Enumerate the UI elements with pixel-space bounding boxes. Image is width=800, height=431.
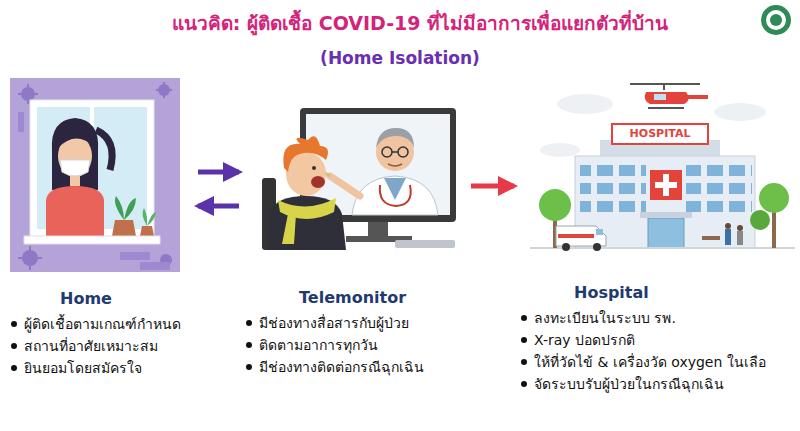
bullet-text: มีช่องทางสื่อสารกับผู้ป่วย — [259, 315, 409, 331]
virus-icons — [21, 84, 172, 266]
bullet-item: สถานที่อาศัยเหมาะสม — [8, 335, 194, 357]
telemonitor-illustration — [262, 108, 456, 250]
bullet-item: มีช่องทางสื่อสารกับผู้ป่วย — [243, 312, 467, 334]
flow-arrow — [471, 184, 514, 189]
helicopter — [630, 84, 708, 108]
hospital-cross-panel — [650, 170, 682, 200]
flow-arrow — [198, 204, 239, 209]
bullet-text: ลงทะเบียนในระบบ รพ. — [534, 310, 676, 326]
column-heading: Home — [8, 289, 194, 309]
patient — [262, 136, 346, 250]
stage-column: Telemonitor มีช่องทางสื่อสารกับผู้ป่วยติด… — [243, 100, 467, 379]
windows-left — [580, 160, 646, 218]
bullet-text: X-ray ปอดปรกติ — [534, 332, 635, 348]
window-frame — [30, 100, 154, 238]
keyboard — [395, 240, 455, 248]
bullet-dot — [246, 364, 252, 370]
bullet-dot — [521, 359, 527, 365]
bullet-dot — [11, 365, 17, 371]
bullet-text: จัดระบบรับผู้ป่วยในกรณีฉุกเฉิน — [534, 376, 724, 392]
home-illustration — [10, 78, 180, 272]
hospital-sign — [612, 124, 708, 144]
ministry-logo — [761, 5, 791, 35]
diagram-title: แนวคิด: ผู้ติดเชื้อ COVID-19 ที่ไม่มีอาก… — [110, 10, 730, 36]
ambulance — [556, 226, 606, 251]
house-plants — [112, 196, 156, 236]
monitor-stand — [368, 222, 388, 236]
trees — [539, 183, 789, 248]
flow-arrow — [198, 170, 239, 175]
bullet-item: ยินยอมโดยสมัครใจ — [8, 357, 194, 379]
bullet-text: ผู้ติดเชื้อตามเกณฑ์กำหนด — [24, 316, 181, 332]
bullet-text: สถานที่อาศัยเหมาะสม — [24, 338, 158, 354]
people — [702, 223, 743, 245]
bullet-item: มีช่องทางติดต่อกรณีฉุกเฉิน — [243, 356, 467, 378]
entrance — [648, 218, 684, 248]
virus-spikes — [18, 82, 172, 270]
bullet-dot — [11, 343, 17, 349]
sign-text: HOSPITAL — [612, 126, 708, 142]
woman — [46, 118, 112, 236]
hospital-building — [575, 156, 755, 248]
cross-h — [655, 182, 677, 188]
stage-column: Home ผู้ติดเชื้อตามเกณฑ์กำหนดสถานที่อาศัย… — [8, 75, 194, 380]
bullet-item: ผู้ติดเชื้อตามเกณฑ์กำหนด — [8, 313, 194, 335]
window-sill — [24, 236, 160, 244]
bullet-item: X-ray ปอดปรกติ — [518, 329, 800, 351]
bullet-text: ติดตามอาการทุกวัน — [259, 337, 378, 353]
bullet-dot — [521, 381, 527, 387]
bullet-dot — [246, 342, 252, 348]
bullet-text: ยินยอมโดยสมัครใจ — [24, 360, 142, 376]
bullet-dot — [11, 321, 17, 327]
bullet-text: มีช่องทางติดต่อกรณีฉุกเฉิน — [259, 359, 424, 375]
entrance-canopy — [640, 212, 692, 218]
bullet-dot — [521, 337, 527, 343]
column-heading: Hospital — [518, 283, 800, 303]
bullet-dot — [521, 315, 527, 321]
column-heading: Telemonitor — [243, 288, 467, 308]
hospital-illustration — [530, 84, 795, 251]
bullet-item: จัดระบบรับผู้ป่วยในกรณีฉุกเฉิน — [518, 373, 800, 395]
bullet-item: ให้ที่วัดไข้ & เครื่องวัด oxygen ในเลือ — [518, 351, 800, 373]
subtitle: (Home Isolation) — [250, 47, 550, 69]
home-panel — [10, 78, 180, 272]
windows-right — [686, 160, 752, 218]
bullet-item: ติดตามอาการทุกวัน — [243, 334, 467, 356]
bullet-text: ให้ที่วัดไข้ & เครื่องวัด oxygen ในเลือ — [534, 354, 766, 370]
bullet-dot — [246, 320, 252, 326]
stage-column: Hospital ลงทะเบียนในระบบ รพ. X-ray ปอดปรกต… — [518, 75, 800, 396]
bullet-item: ลงทะเบียนในระบบ รพ. — [518, 307, 800, 329]
